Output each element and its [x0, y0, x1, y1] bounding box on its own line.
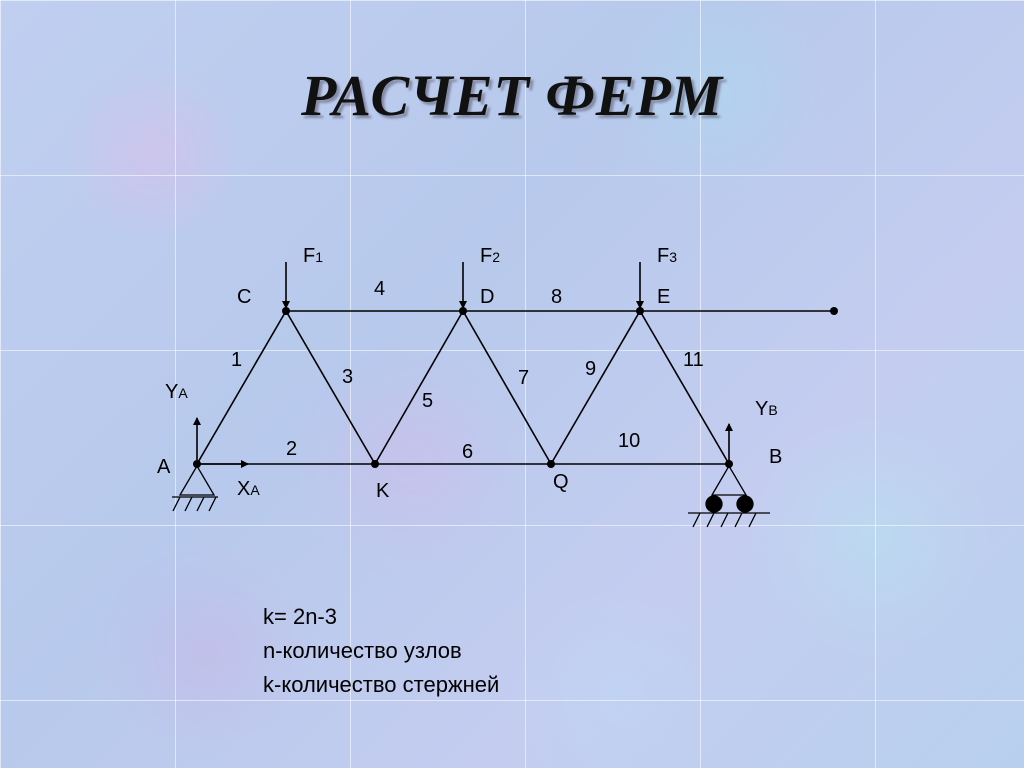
formula-line: k= 2n-3: [263, 604, 337, 629]
member-11: [639, 310, 730, 465]
force-f3-label: F3: [657, 245, 677, 267]
reaction-xa-label: XA: [237, 478, 260, 500]
slide-title: РАСЧЕТ ФЕРМ: [300, 63, 724, 128]
roller-support-b: [688, 464, 770, 528]
pin-support-a: [172, 464, 218, 512]
force-f2-label: F2: [480, 245, 500, 267]
node-label-e: E: [657, 286, 670, 308]
node-label-q: Q: [553, 471, 569, 493]
reaction-ya-label: YA: [165, 381, 188, 403]
node-k: [371, 460, 379, 468]
node-q: [547, 460, 555, 468]
force-f1-label: F1: [303, 245, 323, 267]
member-9: [550, 310, 641, 465]
formula-block: k= 2n-3 n-количество узлов k-количество …: [263, 600, 499, 702]
member-label-5: 5: [422, 390, 433, 412]
member-5: [374, 310, 464, 465]
member-label-8: 8: [551, 286, 562, 308]
member-label-1: 1: [231, 349, 242, 371]
node-label-k: K: [376, 480, 390, 502]
member-label-3: 3: [342, 366, 353, 388]
reaction-yb-label: YB: [755, 398, 778, 420]
member-3: [285, 310, 376, 465]
member-label-7: 7: [518, 367, 529, 389]
node-e: [636, 307, 644, 315]
member-label-6: 6: [462, 441, 473, 463]
node-label-a: A: [157, 456, 171, 478]
node-label-b: B: [769, 446, 782, 468]
node-c: [282, 307, 290, 315]
member-label-2: 2: [286, 438, 297, 460]
node-end: [830, 307, 838, 315]
member-label-10: 10: [618, 430, 640, 452]
node-label-d: D: [480, 286, 494, 308]
member-1: [196, 310, 287, 465]
member-label-11: 11: [683, 349, 704, 371]
member-label-9: 9: [585, 358, 596, 380]
node-label-c: C: [237, 286, 251, 308]
member-label-4: 4: [374, 278, 385, 300]
member-7: [462, 310, 552, 465]
formula-n-definition: n-количество узлов: [263, 638, 462, 663]
node-d: [459, 307, 467, 315]
formula-k-definition: k-количество стержней: [263, 672, 500, 697]
